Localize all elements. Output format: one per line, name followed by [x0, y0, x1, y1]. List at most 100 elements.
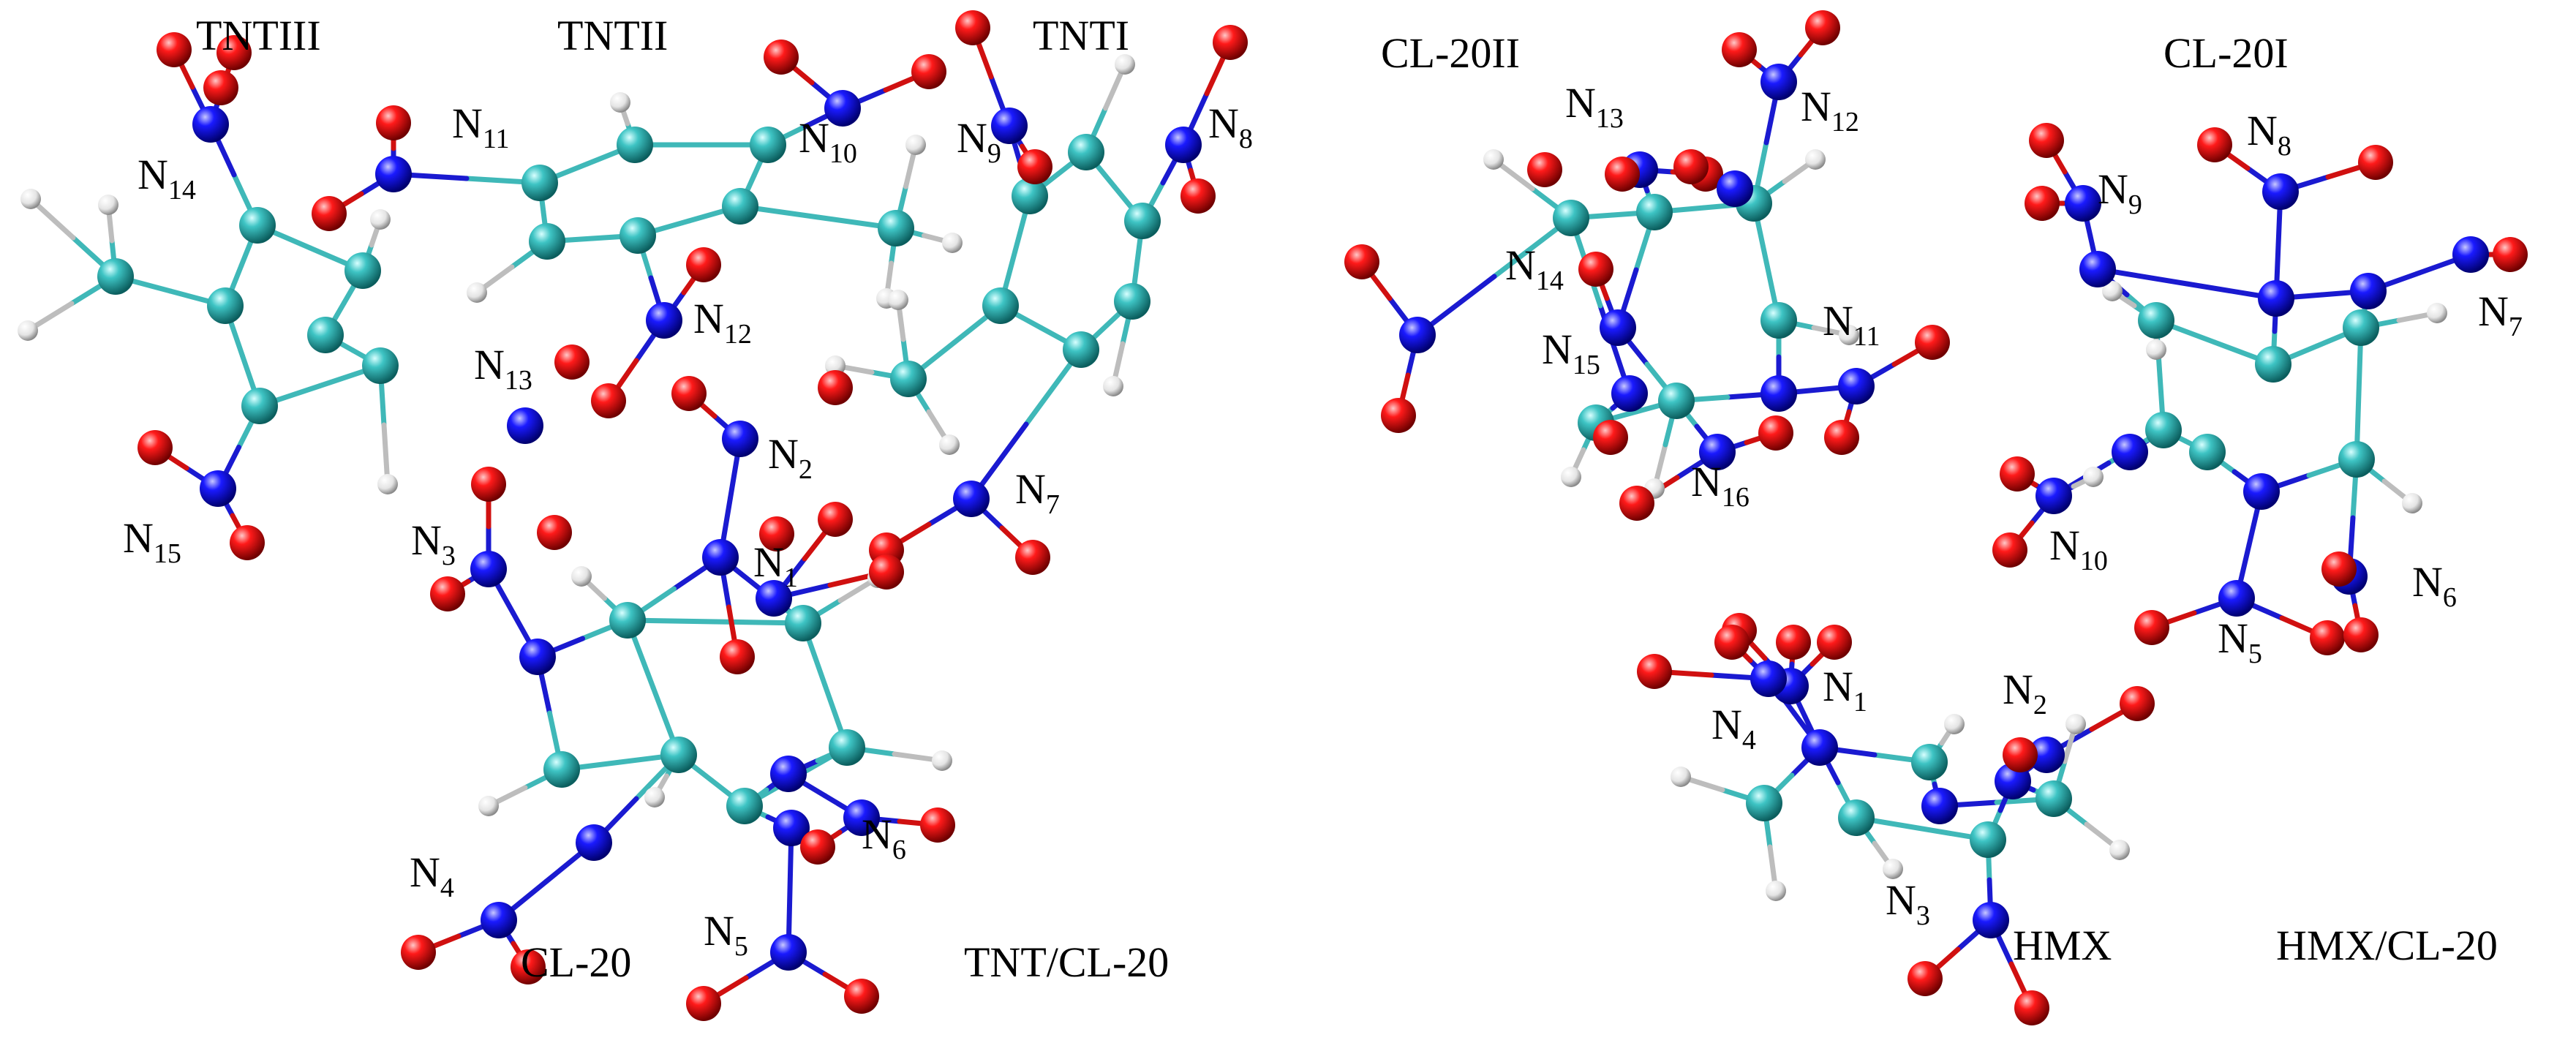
hmx-oxygen-atom [2120, 686, 2155, 721]
cl20ii-hydrogen-atom [1839, 325, 1859, 345]
tntiii-oxygen-atom [157, 32, 192, 67]
cl20ii-nitrogen-atom [1600, 309, 1636, 346]
hmx-hydrogen-atom [2065, 714, 2086, 734]
atom-label-n4-hmx: N4 [1711, 701, 1756, 756]
hmx-oxygen-atom [1907, 961, 1943, 996]
cl20i-hydrogen-atom [2083, 467, 2104, 487]
tntii-nitrogen-atom [375, 156, 412, 192]
cl20i-nitrogen-atom [2452, 236, 2489, 273]
cl20i-nitrogen-atom [2258, 280, 2294, 317]
tntii-carbon-atom [521, 165, 558, 201]
hmx-nitrogen-atom [2028, 737, 2065, 773]
tntiii-carbon-atom [239, 207, 276, 244]
atom-label-n5-cl20: N5 [2218, 614, 2262, 669]
tntii-hydrogen-atom [905, 135, 926, 155]
fragment-label-tntiii: TNTIII [196, 12, 321, 59]
cl20ii-oxygen-atom [1673, 149, 1709, 184]
cl20i-oxygen-atom [2134, 610, 2169, 645]
atom-label-n13-tnt: N13 [474, 341, 532, 396]
hmx-hydrogen-atom [1671, 767, 1691, 787]
tntii-carbon-atom [878, 210, 914, 246]
tnti-oxygen-atom [1017, 149, 1052, 184]
tntiii-carbon-atom [97, 258, 134, 295]
cl20i-oxygen-atom [2000, 456, 2035, 492]
atom-label-n12-tnt: N12 [693, 295, 752, 350]
tnti-nitrogen-atom [991, 108, 1028, 144]
hmx-oxygen-atom [1817, 625, 1852, 660]
tntii-carbon-atom [722, 188, 758, 225]
fragment-label-cl20i: CL-20I [2163, 29, 2289, 77]
tntiii-carbon-atom [307, 317, 344, 353]
atom-label-n14-cl20: N14 [1505, 241, 1564, 296]
tntii-oxygen-atom [591, 383, 626, 418]
cl20ii-carbon-atom [1658, 383, 1695, 419]
tntiii-nitrogen-atom [192, 106, 229, 143]
cl20-hydrogen-atom [932, 750, 952, 771]
tntiii-hydrogen-atom [370, 209, 391, 230]
fragment-label-cl20: CL-20 [521, 938, 631, 986]
cl20i-oxygen-atom [2493, 237, 2528, 272]
tntii-oxygen-atom [554, 344, 590, 380]
fragment-label-hmx: HMX [2013, 922, 2112, 969]
cl20i-carbon-atom [2138, 302, 2174, 339]
tnti-nitrogen-atom [953, 481, 990, 517]
tnti-oxygen-atom [1015, 540, 1050, 575]
cl20i-oxygen-atom [2029, 123, 2064, 158]
atom-label-n6-cl20: N6 [2412, 558, 2457, 613]
cl20i-carbon-atom [2255, 346, 2291, 383]
cl20i-oxygen-atom [2358, 145, 2393, 180]
atom-label-n7-cl20: N7 [2478, 287, 2523, 342]
atom-label-n3-hmx: N3 [1886, 876, 1930, 931]
tntii-hydrogen-atom [610, 92, 630, 113]
complex-label-tnt-cl20: TNT/CL-20 [964, 938, 1169, 986]
tnti-hydrogen-atom [939, 434, 960, 455]
cl20i-oxygen-atom [2025, 186, 2060, 221]
atom-label-n9-tnt: N9 [957, 114, 1001, 169]
cl20i-oxygen-atom [2197, 127, 2232, 162]
cl20i-oxygen-atom [2321, 551, 2357, 587]
cl20-oxygen-atom [471, 467, 506, 502]
cl20-oxygen-atom [686, 986, 721, 1021]
cl20i-hydrogen-atom [2402, 493, 2422, 513]
tntiii-hydrogen-atom [18, 320, 38, 341]
cl20ii-carbon-atom [1636, 194, 1673, 230]
cl20ii-nitrogen-atom [1760, 64, 1797, 100]
tntiii-hydrogen-atom [377, 474, 398, 494]
cl20ii-oxygen-atom [1722, 32, 1757, 67]
tntii-carbon-atom [619, 217, 656, 254]
cl20-nitrogen-atom [756, 580, 792, 617]
tntii-oxygen-atom [686, 247, 721, 282]
tntii-nitrogen-atom [824, 90, 861, 127]
cl20ii-nitrogen-atom [1717, 170, 1753, 207]
tnti-carbon-atom [890, 361, 927, 397]
cl20ii-hydrogen-atom [1483, 149, 1504, 170]
tntiii-carbon-atom [241, 388, 278, 424]
atom-label-n10-tnt: N10 [799, 114, 857, 169]
tntiii-oxygen-atom [216, 35, 252, 70]
cl20-oxygen-atom [844, 979, 879, 1014]
atom-label-n14-tnt: N14 [138, 151, 196, 206]
cl20-nitrogen-atom [576, 824, 612, 861]
cl20-oxygen-atom [511, 949, 546, 984]
tntii-oxygen-atom [764, 39, 799, 75]
atom-label-n4-tnt: N4 [410, 848, 454, 903]
hmx-hydrogen-atom [1766, 881, 1786, 901]
cl20-nitrogen-atom [773, 810, 810, 846]
tnti-carbon-atom [1063, 331, 1099, 368]
hmx-nitrogen-atom [1973, 902, 2009, 938]
cl20-nitrogen-atom [770, 756, 807, 792]
atom-layer [18, 10, 2528, 1025]
tntii-nitrogen-atom [646, 302, 682, 339]
atom-label-n6-tnt: N6 [862, 810, 906, 865]
tntiii-nitrogen-atom [200, 470, 236, 507]
cl20ii-oxygen-atom [1578, 252, 1613, 287]
cl20-nitrogen-atom [722, 421, 758, 457]
tntiii-carbon-atom [362, 347, 399, 384]
cl20-nitrogen-atom [770, 934, 807, 971]
cl20ii-nitrogen-atom [1699, 434, 1736, 470]
cl20-carbon-atom [785, 605, 821, 641]
cl20ii-carbon-atom [1760, 302, 1797, 339]
cl20-oxygen-atom [430, 576, 465, 611]
hmx-oxygen-atom [1776, 625, 1811, 660]
